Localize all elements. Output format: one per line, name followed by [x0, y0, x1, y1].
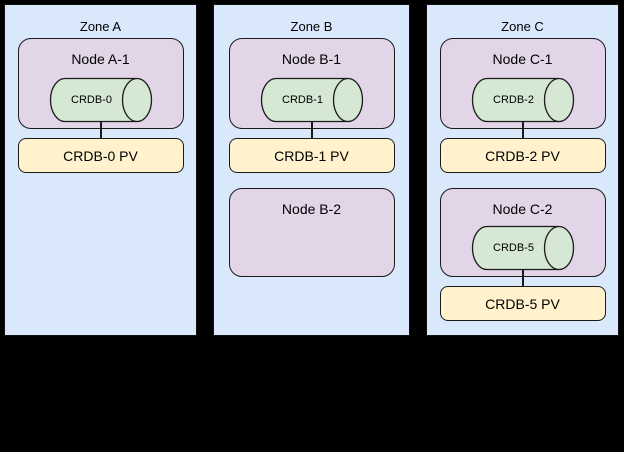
database-cylinder-icon	[471, 225, 574, 271]
node-b1: Node B-1 CRDB-1	[228, 38, 395, 129]
crdb-1-pv-label: CRDB-1 PV	[274, 147, 349, 164]
node-b2: Node B-2	[228, 188, 395, 277]
zone-a: Zone A Node A-1 CRDB-0 CRDB-0 PV	[4, 4, 197, 336]
crdb-2-pv-label: CRDB-2 PV	[485, 147, 560, 164]
node-b1-title: Node B-1	[281, 51, 342, 67]
connector-node-c2-to-pv	[521, 270, 524, 287]
node-a1: Node A-1 CRDB-0	[17, 38, 184, 129]
zone-c-title: Zone C	[501, 19, 544, 34]
crdb-1-pv-box: CRDB-1 PV	[228, 138, 395, 173]
crdb-5-database: CRDB-5	[471, 225, 575, 271]
node-a1-title: Node A-1	[71, 51, 130, 67]
database-cylinder-icon	[260, 77, 363, 123]
connector-node-b1-to-pv	[310, 122, 313, 139]
zone-c: Zone C Node C-1 CRDB-2 CRDB-2 PV Node C-…	[426, 4, 619, 336]
crdb-1-database: CRDB-1	[260, 77, 364, 123]
crdb-5-pv-label: CRDB-5 PV	[485, 295, 560, 312]
crdb-0-pv-box: CRDB-0 PV	[17, 138, 184, 173]
crdb-1-label: CRDB-1	[282, 94, 323, 106]
crdb-0-pv-label: CRDB-0 PV	[63, 147, 138, 164]
database-cylinder-icon	[471, 77, 574, 123]
crdb-2-label: CRDB-2	[493, 94, 534, 106]
crdb-2-pv-box: CRDB-2 PV	[439, 138, 606, 173]
database-cylinder-icon	[49, 77, 152, 123]
node-b2-title: Node B-2	[281, 201, 342, 217]
crdb-5-label: CRDB-5	[493, 242, 534, 254]
zone-a-title: Zone A	[79, 19, 122, 34]
node-c2: Node C-2 CRDB-5	[439, 188, 606, 277]
crdb-5-pv-box: CRDB-5 PV	[439, 286, 606, 321]
connector-node-a1-to-pv	[99, 122, 102, 139]
node-c1-title: Node C-1	[492, 51, 553, 67]
crdb-0-label: CRDB-0	[71, 94, 112, 106]
zone-b: Zone B Node B-1 CRDB-1 CRDB-1 PV Node B-…	[213, 4, 410, 336]
connector-node-c1-to-pv	[521, 122, 524, 139]
node-c1: Node C-1 CRDB-2	[439, 38, 606, 129]
crdb-0-database: CRDB-0	[49, 77, 153, 123]
node-c2-title: Node C-2	[492, 201, 553, 217]
crdb-2-database: CRDB-2	[471, 77, 575, 123]
zone-b-title: Zone B	[290, 19, 333, 34]
